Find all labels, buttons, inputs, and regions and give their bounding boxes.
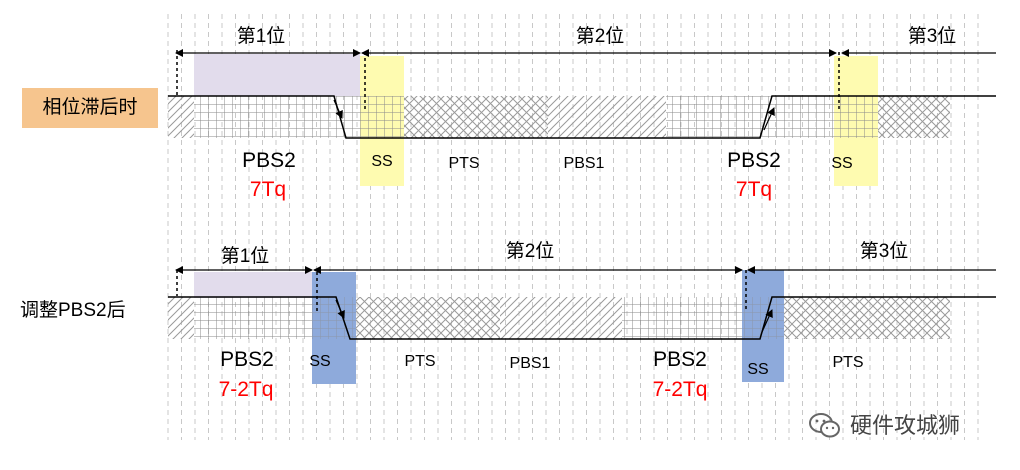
time-quanta-grid: [167, 14, 979, 440]
row2-ss-label-b: SS: [747, 361, 768, 378]
row1-pbs2-label-a: PBS2: [242, 149, 296, 172]
row2-pbs2-tq-a: 7-2Tq: [219, 378, 274, 401]
row2-pbs2-tq-b: 7-2Tq: [653, 378, 708, 401]
row1-bit3-label: 第3位: [908, 25, 957, 47]
row2-pbs1-hatch: [500, 297, 622, 339]
row1-ss-label-a: SS: [371, 153, 392, 170]
row2-pbs1-label: PBS1: [510, 355, 551, 372]
row2-pbs2-label-b: PBS2: [653, 348, 707, 371]
row1-ss-grid-b: [834, 96, 878, 138]
wechat-icon: [809, 413, 840, 438]
row2-pts-cross-b: [784, 297, 950, 339]
row2-pts-label-b: PTS: [832, 354, 863, 371]
watermark-text: 硬件攻城狮: [850, 413, 961, 438]
row2-pts-cross-a: [356, 297, 500, 339]
row2-pts-label-a: PTS: [404, 353, 435, 370]
row1-edge-arrow-up: [763, 107, 775, 131]
row1-ss-grid-a: [360, 96, 404, 138]
row2-bit1-label: 第1位: [221, 245, 270, 267]
row1-timing: 第1位 第2位 第3位 PBS2 7Tq SS PTS PBS1 PBS2 7T…: [168, 25, 996, 201]
row1-ss-label-b: SS: [831, 155, 852, 172]
row2-label: 调整PBS2后: [20, 300, 126, 321]
row2-pbs2-label-a: PBS2: [220, 348, 274, 371]
row1-pts-label: PTS: [448, 155, 479, 172]
row1-pts-cross: [404, 96, 548, 138]
row1-phase-zone: [194, 54, 360, 96]
row2-ss-grid-a: [312, 297, 356, 339]
row1-bit2-label: 第2位: [576, 25, 625, 47]
row1-pbs1-label: PBS1: [564, 155, 605, 172]
row1-pbs2-label-b: PBS2: [727, 149, 781, 172]
row1-pbs2-grid-a: [194, 96, 360, 138]
row2-edge-arrow-down: [335, 299, 345, 319]
row2-bit2-label: 第2位: [506, 240, 555, 262]
row1-pbs2-tq-a: 7Tq: [250, 178, 286, 201]
row2-pbs2-grid-a: [194, 297, 312, 339]
watermark: 硬件攻城狮: [808, 406, 960, 446]
row2-left-hatch: [168, 297, 194, 339]
row2-pbs2-grid-b: [622, 297, 742, 339]
row1-left-hatch: [168, 96, 194, 138]
row1-label: 相位滞后时: [22, 88, 158, 128]
row2-edge-arrow-up: [761, 309, 773, 333]
row1-waveform: [168, 95, 996, 139]
row2-phase-zone: [194, 272, 312, 298]
row2-ss-grid-b: [742, 297, 784, 339]
row2-waveform: [168, 296, 996, 340]
row2-timing: 第1位 第2位 第3位 PBS2 7-2Tq SS PTS PBS1 PBS2 …: [168, 240, 996, 401]
row1-pbs2-grid-b: [666, 96, 834, 138]
row1-edge-arrow-down: [333, 99, 343, 119]
row1-pbs2-tq-b: 7Tq: [736, 178, 772, 201]
row1-pbs1-hatch: [548, 96, 666, 138]
row1-bit1-label: 第1位: [237, 25, 286, 47]
row2-bit3-label: 第3位: [860, 240, 909, 262]
row2-ss-label-a: SS: [309, 353, 330, 370]
row1-right-cross: [878, 96, 950, 138]
